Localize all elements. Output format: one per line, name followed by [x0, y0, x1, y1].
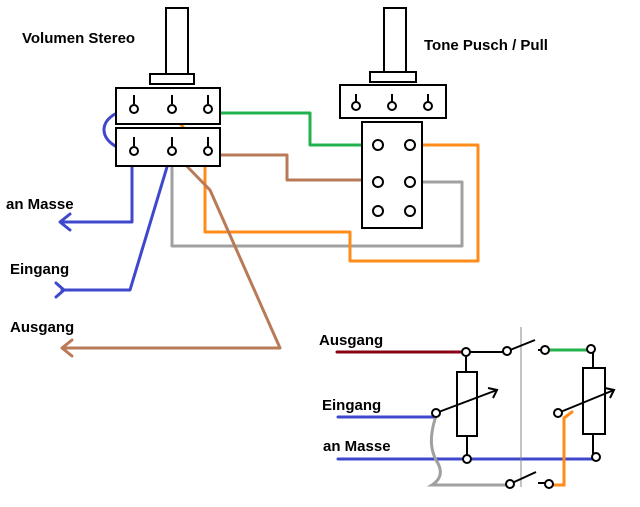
push-pull-switch-lugs	[372, 139, 416, 217]
tone-pot-shaft	[383, 7, 407, 73]
output-arrow-left	[60, 338, 74, 358]
schematic-tone-resistor	[557, 352, 616, 459]
ground-arrow-left	[58, 212, 72, 232]
tone-pot-label: Tone Pusch / Pull	[424, 37, 548, 54]
green-wire	[206, 111, 380, 147]
ground-label-left: an Masse	[6, 196, 74, 213]
gray-wire	[170, 156, 464, 248]
brown-wire-output	[62, 153, 282, 350]
orange-wire	[174, 116, 480, 263]
schematic-switch-bottom	[511, 471, 545, 484]
input-label-schematic: Eingang	[322, 397, 381, 414]
brown-wire-tone	[206, 153, 380, 182]
schematic-gray-wire	[426, 414, 509, 487]
blue-input-wire	[60, 155, 172, 292]
output-label-left: Ausgang	[10, 319, 74, 336]
schematic-orange-wire	[548, 410, 574, 487]
tone-pot-lugs	[351, 94, 433, 111]
output-label-schematic: Ausgang	[319, 332, 383, 349]
input-label-left: Eingang	[10, 261, 69, 278]
tone-pot-nut	[369, 71, 417, 83]
ground-label-schematic: an Masse	[323, 438, 391, 455]
volume-pot-lugs	[129, 95, 213, 156]
input-arrow-left	[54, 281, 66, 299]
schematic-nodes	[431, 344, 601, 489]
volume-pot-label: Volumen Stereo	[22, 30, 135, 47]
schematic-volume-resistor	[435, 352, 499, 459]
schematic-switch-top	[509, 339, 545, 351]
volume-pot-shaft	[165, 7, 189, 75]
volume-pot-nut	[149, 73, 195, 85]
